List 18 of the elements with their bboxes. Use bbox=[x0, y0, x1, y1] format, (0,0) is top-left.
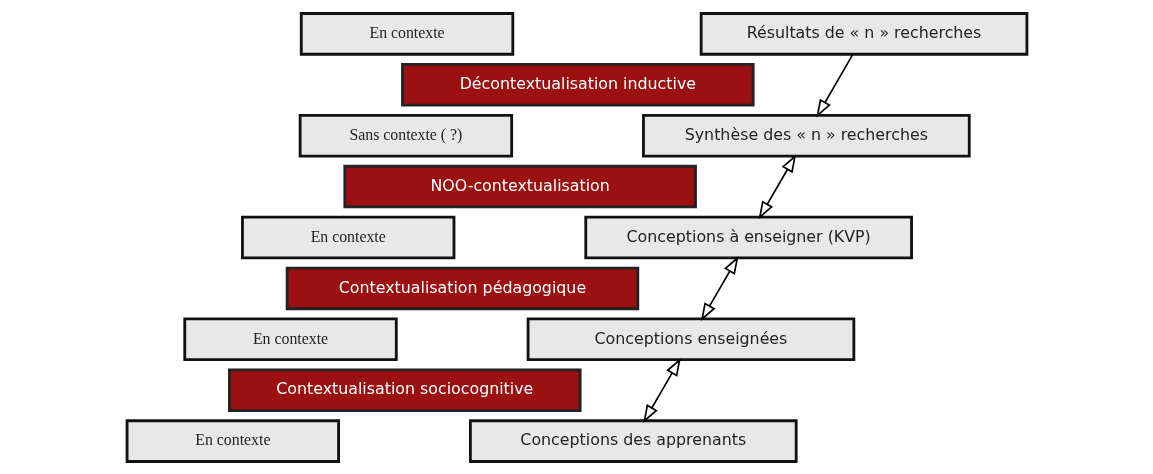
node-box: Conceptions des apprenants bbox=[468, 418, 798, 463]
arrow bbox=[815, 53, 853, 117]
node-box: Résultats de « n » recherches bbox=[699, 11, 1028, 56]
arrow bbox=[700, 255, 739, 321]
arrow bbox=[642, 357, 681, 423]
node-box: En contexte bbox=[240, 215, 455, 259]
node-box: Contextualisation pédagogique bbox=[285, 266, 639, 310]
node-box: Décontextualisation inductive bbox=[400, 62, 755, 107]
node-box: Sans contexte ( ?) bbox=[298, 113, 513, 157]
node-box: En contexte bbox=[125, 418, 340, 463]
node-box: NOO-contextualisation bbox=[342, 164, 697, 208]
node-box: Contextualisation sociocognitive bbox=[227, 367, 582, 412]
node-box: Conceptions enseignées bbox=[526, 317, 855, 361]
node-box: En contexte bbox=[299, 11, 514, 56]
node-box: Conceptions à enseigner (KVP) bbox=[583, 215, 913, 259]
node-box: Synthèse des « n » recherches bbox=[641, 113, 971, 157]
arrow bbox=[758, 153, 796, 219]
node-box: En contexte bbox=[182, 317, 398, 361]
